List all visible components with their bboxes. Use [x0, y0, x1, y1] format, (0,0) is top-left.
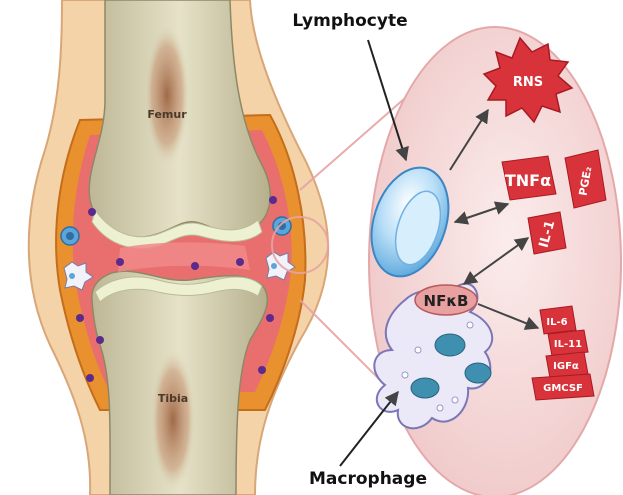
nfkb-label: NFκB	[424, 292, 469, 310]
tibia-label: Tibia	[158, 392, 188, 405]
zoom-inset: NFκB RNS TNFα PGE₂ IL-1 IL-6 IL-11	[358, 27, 621, 495]
il6-label: IL-6	[546, 317, 567, 328]
il1-box: IL-1	[528, 212, 566, 254]
igf-label: IGFα	[553, 361, 579, 372]
tibia-marrow	[151, 350, 195, 490]
tnf-box: TNFα	[502, 156, 556, 200]
macrophage-label: Macrophage	[309, 469, 427, 489]
lymphocyte-label: Lymphocyte	[292, 11, 407, 31]
nfkb-badge: NFκB	[415, 285, 477, 315]
il11-label: IL-11	[554, 339, 582, 350]
knee-joint: Femur Tibia	[29, 0, 328, 495]
rns-label: RNS	[513, 75, 543, 90]
gmcsf-label: GMCSF	[543, 383, 583, 394]
femur-label: Femur	[147, 108, 187, 121]
femur-marrow	[145, 25, 189, 165]
tnf-label: TNFα	[505, 171, 551, 190]
